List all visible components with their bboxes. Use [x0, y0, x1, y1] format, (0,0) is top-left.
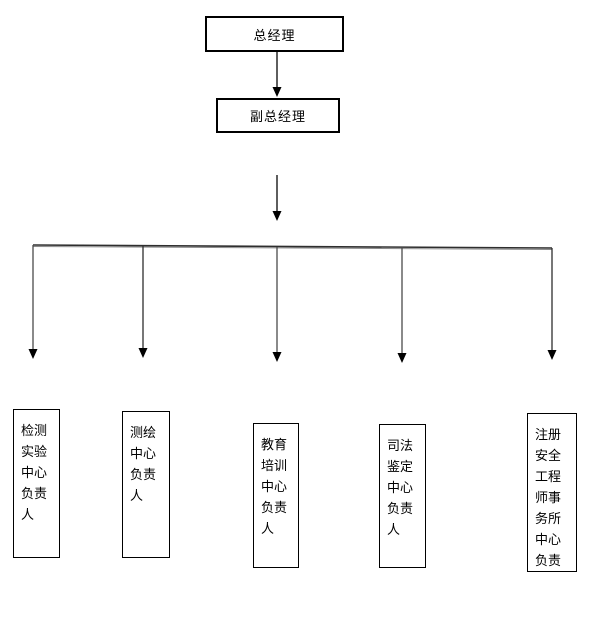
node-deputy-general-manager: 副总经理: [216, 98, 340, 133]
node-general-manager-label: 总经理: [253, 28, 296, 44]
arrow-branch-2: [138, 246, 148, 358]
node-judicial-appraisal-center-label: 司法 鉴定 中心 负责 人: [387, 439, 414, 538]
node-judicial-appraisal-center: 司法 鉴定 中心 负责 人: [379, 424, 426, 568]
arrow-branch-5: [547, 248, 557, 360]
node-testing-lab-center-label: 检测 实验 中心 负责 人: [21, 424, 48, 523]
node-surveying-center: 测绘 中心 负责 人: [122, 411, 170, 558]
arrow-branch-1: [28, 245, 38, 359]
node-registered-safety-engineer-office-center: 注册 安全 工程 师事 务所 中心 负责: [527, 413, 577, 572]
branch-rail: [32, 244, 553, 250]
node-surveying-center-label: 测绘 中心 负责 人: [130, 426, 157, 504]
node-deputy-general-manager-label: 副总经理: [249, 110, 306, 125]
arrow-branch-3: [272, 247, 282, 362]
arrow-root-to-deputy: [272, 52, 282, 97]
node-registered-safety-engineer-office-center-label: 注册 安全 工程 师事 务所 中心 负责: [535, 428, 562, 569]
node-education-training-center-label: 教育 培训 中心 负责 人: [261, 438, 288, 537]
arrow-deputy-to-rail: [272, 175, 282, 221]
node-education-training-center: 教育 培训 中心 负责 人: [253, 423, 299, 568]
node-general-manager: 总经理: [205, 16, 344, 52]
arrow-branch-4: [397, 247, 407, 363]
node-testing-lab-center: 检测 实验 中心 负责 人: [13, 409, 60, 558]
